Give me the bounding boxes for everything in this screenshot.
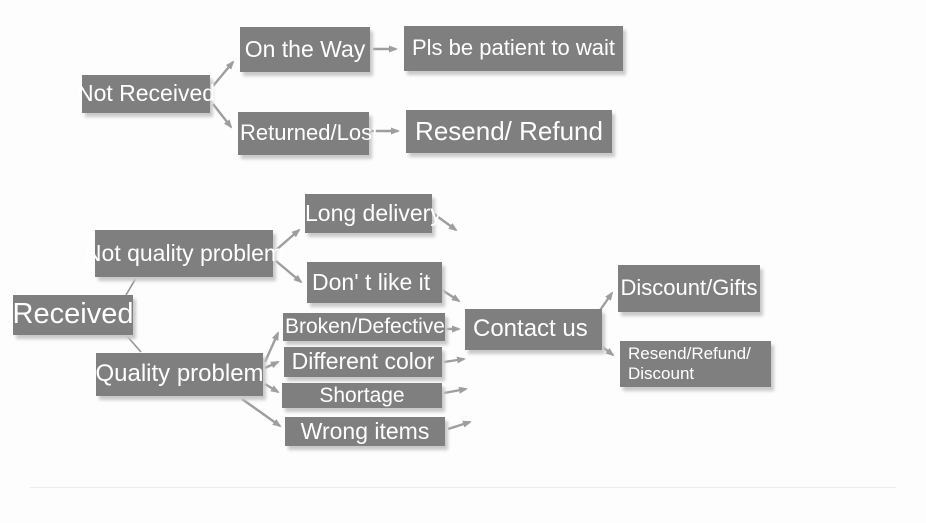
arrow-shortage-to-contact-us: [443, 386, 468, 395]
node-broken-defective: Broken/Defective: [283, 313, 445, 341]
arrow-quality-to-different-color: [264, 360, 280, 370]
node-pls-be-patient: Pls be patient to wait: [404, 26, 623, 71]
node-not-received: Not Received: [77, 75, 215, 113]
node-resend-refund-discount: Resend/Refund/ Discount: [620, 341, 771, 387]
line-received-to-quality: [126, 335, 142, 353]
node-not-quality-problem: Not quality problem: [85, 230, 283, 277]
arrow-different-color-to-contact-us: [443, 356, 466, 364]
arrow-not-received-to-returned-lost: [212, 103, 233, 129]
node-quality-problem: Quality problem: [95, 353, 264, 396]
arrow-quality-to-wrong-items: [241, 398, 282, 428]
line-received-to-not-quality: [125, 277, 137, 296]
node-returned-lost: Returned/Lost: [238, 112, 378, 155]
node-discount-gifts: Discount/Gifts: [618, 265, 760, 312]
node-wrong-items: Wrong items: [285, 417, 445, 446]
node-received: Received: [13, 295, 133, 335]
arrow-not-received-to-on-the-way: [212, 60, 235, 87]
node-on-the-way: On the Way: [240, 27, 370, 72]
node-long-delivery: Long delivery: [305, 194, 442, 233]
node-contact-us: Contact us: [465, 309, 602, 350]
arrow-quality-to-shortage: [264, 382, 280, 394]
node-different-color: Different color: [284, 347, 442, 377]
node-shortage: Shortage: [282, 383, 442, 408]
arrow-dont-like-it-to-contact-us: [438, 286, 461, 303]
node-dont-like-it: Don' t like it: [307, 262, 442, 303]
arrow-quality-to-broken-defective: [263, 331, 280, 363]
arrow-wrong-items-to-contact-us: [447, 420, 472, 431]
faint-divider-line: [30, 487, 896, 488]
node-resend-refund: Resend/ Refund: [406, 110, 612, 153]
